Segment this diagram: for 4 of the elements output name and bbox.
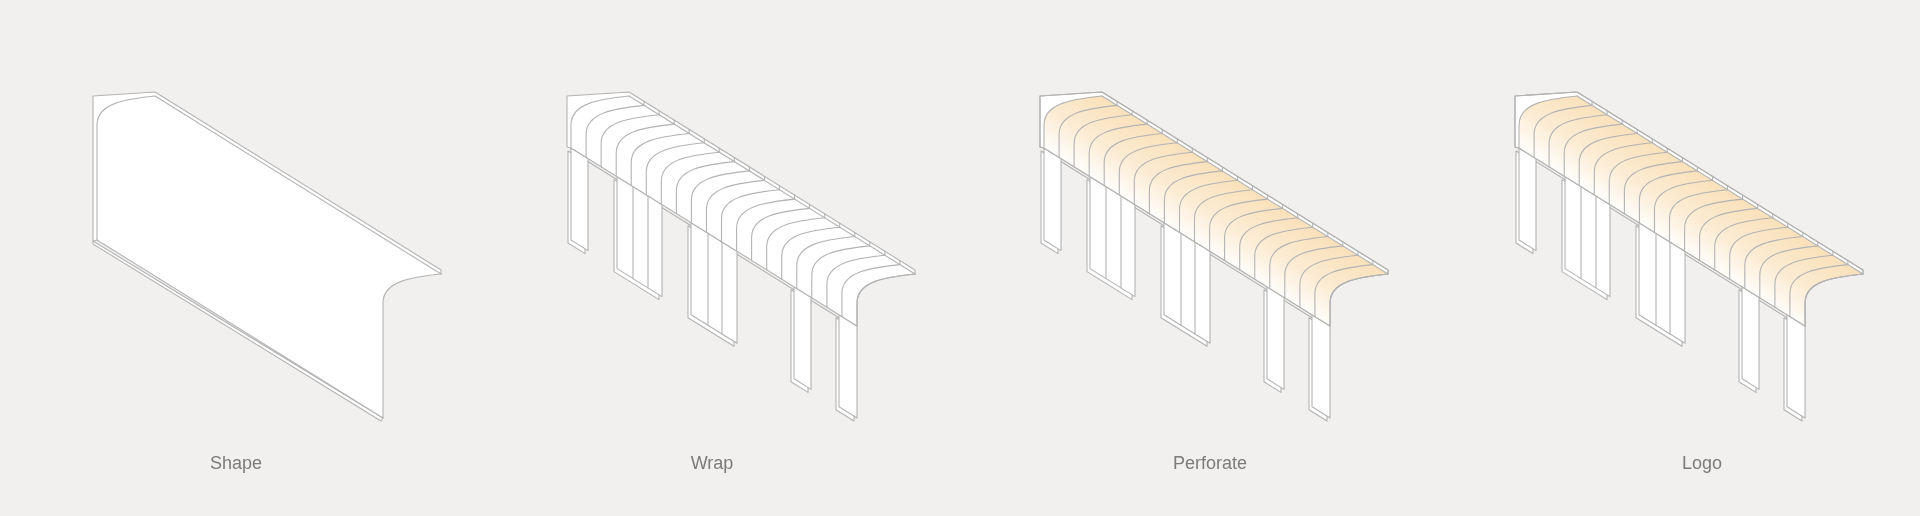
stage-caption: Logo: [1682, 452, 1722, 474]
stage-caption: Wrap: [690, 452, 734, 474]
stage-caption: Shape: [209, 452, 263, 474]
stage-caption: Perforate: [1173, 452, 1247, 474]
